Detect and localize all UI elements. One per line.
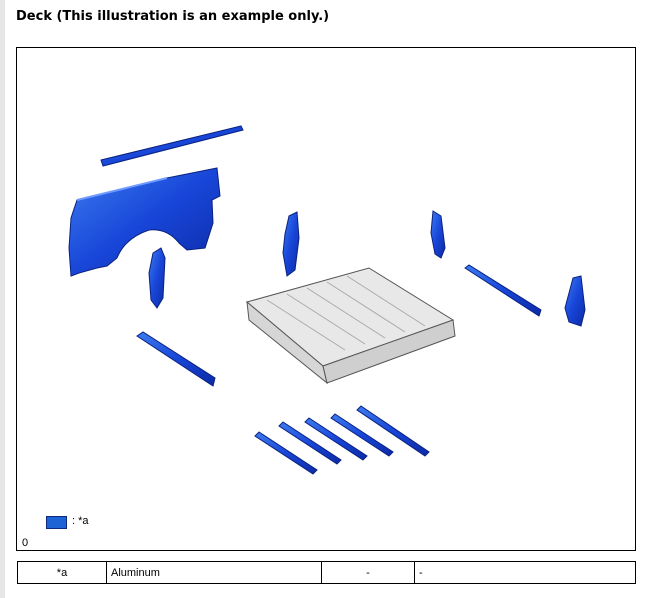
figure-code: 0 xyxy=(22,537,29,549)
legend-symbol-cell: *a xyxy=(17,561,107,584)
legend-table: *a Aluminum - - xyxy=(17,561,636,584)
legend-symbol-cell-2: - xyxy=(321,561,415,584)
table-row: *a Aluminum - - xyxy=(17,561,636,584)
aluminum-legend-swatch xyxy=(46,516,67,529)
deck-cross-members-part xyxy=(254,405,430,475)
deck-top-rail-part xyxy=(100,125,244,167)
aluminum-legend-label: : *a xyxy=(72,515,89,527)
page-left-border xyxy=(0,0,5,598)
deck-front-bracket-part xyxy=(282,211,300,277)
deck-floor-part xyxy=(245,267,456,385)
deck-rear-bracket-part xyxy=(564,275,586,327)
deck-exploded-view xyxy=(68,125,586,475)
legend-material-cell: Aluminum xyxy=(106,561,322,584)
deck-side-panel-highlight xyxy=(76,177,168,201)
deck-side-panel-part xyxy=(68,167,221,277)
deck-right-rail-part xyxy=(464,264,542,317)
legend-material-cell-2: - xyxy=(414,561,636,584)
deck-illustration: : *a 0 xyxy=(16,47,636,551)
section-title: Deck (This illustration is an example on… xyxy=(16,9,330,24)
deck-brace-part xyxy=(148,247,166,309)
deck-right-bracket-part xyxy=(430,210,446,259)
deck-lower-rail-part xyxy=(136,331,216,387)
